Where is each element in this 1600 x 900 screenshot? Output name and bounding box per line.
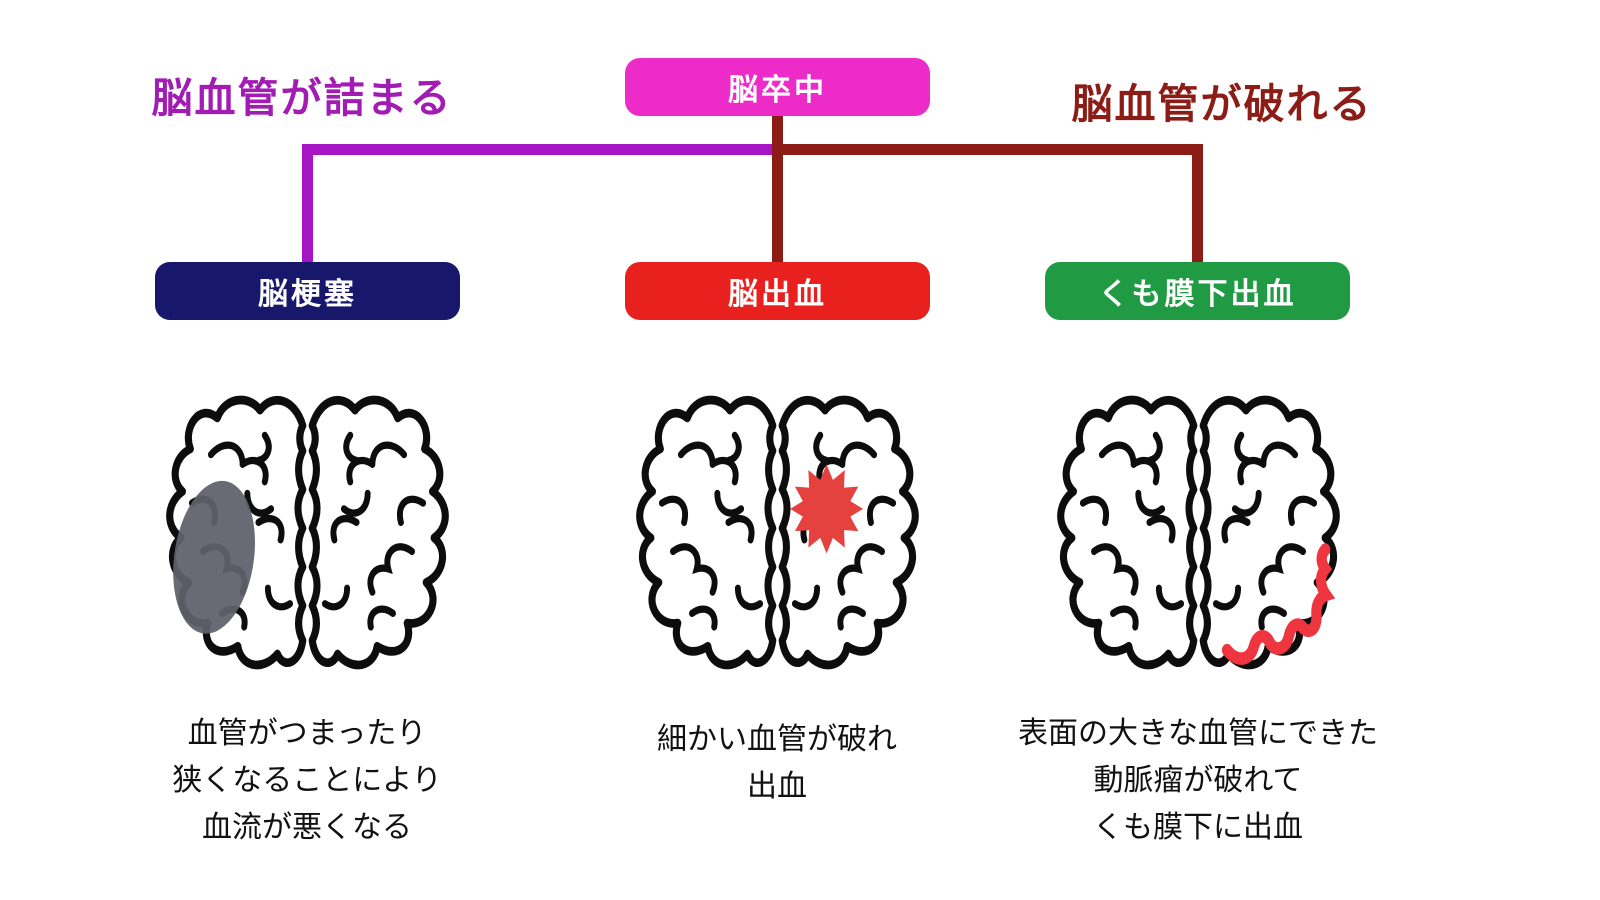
connector-purple-horizontal [302,144,778,155]
hemorrhage-burst-icon [790,464,863,554]
node-infarction-label: 脳梗塞 [258,278,357,311]
branch-title-ruptured: 脳血管が破れる [1071,81,1373,127]
description-hemorrhage: 細かい血管が破れ 出血 [557,716,997,810]
node-stroke-label: 脳卒中 [728,74,827,107]
branch-title-clogged: 脳血管が詰まる [151,75,453,121]
connector-darkred-vertical-center [772,112,783,262]
node-infarction: 脳梗塞 [155,262,460,320]
description-line: くも膜下に出血 [1093,811,1303,844]
description-line: 表面の大きな血管にできた [1018,717,1378,750]
brain-infarction-icon [165,385,450,685]
description-line: 狭くなることにより [172,764,442,797]
connector-darkred-horizontal [772,144,1203,155]
infarct-region [173,480,255,634]
description-subarachnoid: 表面の大きな血管にできた 動脈瘤が破れて くも膜下に出血 [978,710,1418,851]
node-subarachnoid-label: くも膜下出血 [1098,278,1297,311]
node-hemorrhage-label: 脳出血 [728,278,827,311]
description-line: 出血 [747,770,807,803]
description-line: 血管がつまったり [187,717,427,750]
description-line: 細かい血管が破れ [657,723,897,756]
connector-purple-vertical [302,144,313,262]
node-subarachnoid: くも膜下出血 [1045,262,1350,320]
subarachnoid-bleed-icon [1221,543,1336,665]
brain-hemorrhage-icon [635,385,920,685]
connector-darkred-vertical-right [1192,144,1203,262]
node-stroke: 脳卒中 [625,58,930,116]
description-infarction: 血管がつまったり 狭くなることにより 血流が悪くなる [87,710,527,851]
description-line: 血流が悪くなる [202,811,412,844]
node-hemorrhage: 脳出血 [625,262,930,320]
description-line: 動脈瘤が破れて [1093,764,1303,797]
brain-subarachnoid-icon [1056,385,1341,685]
